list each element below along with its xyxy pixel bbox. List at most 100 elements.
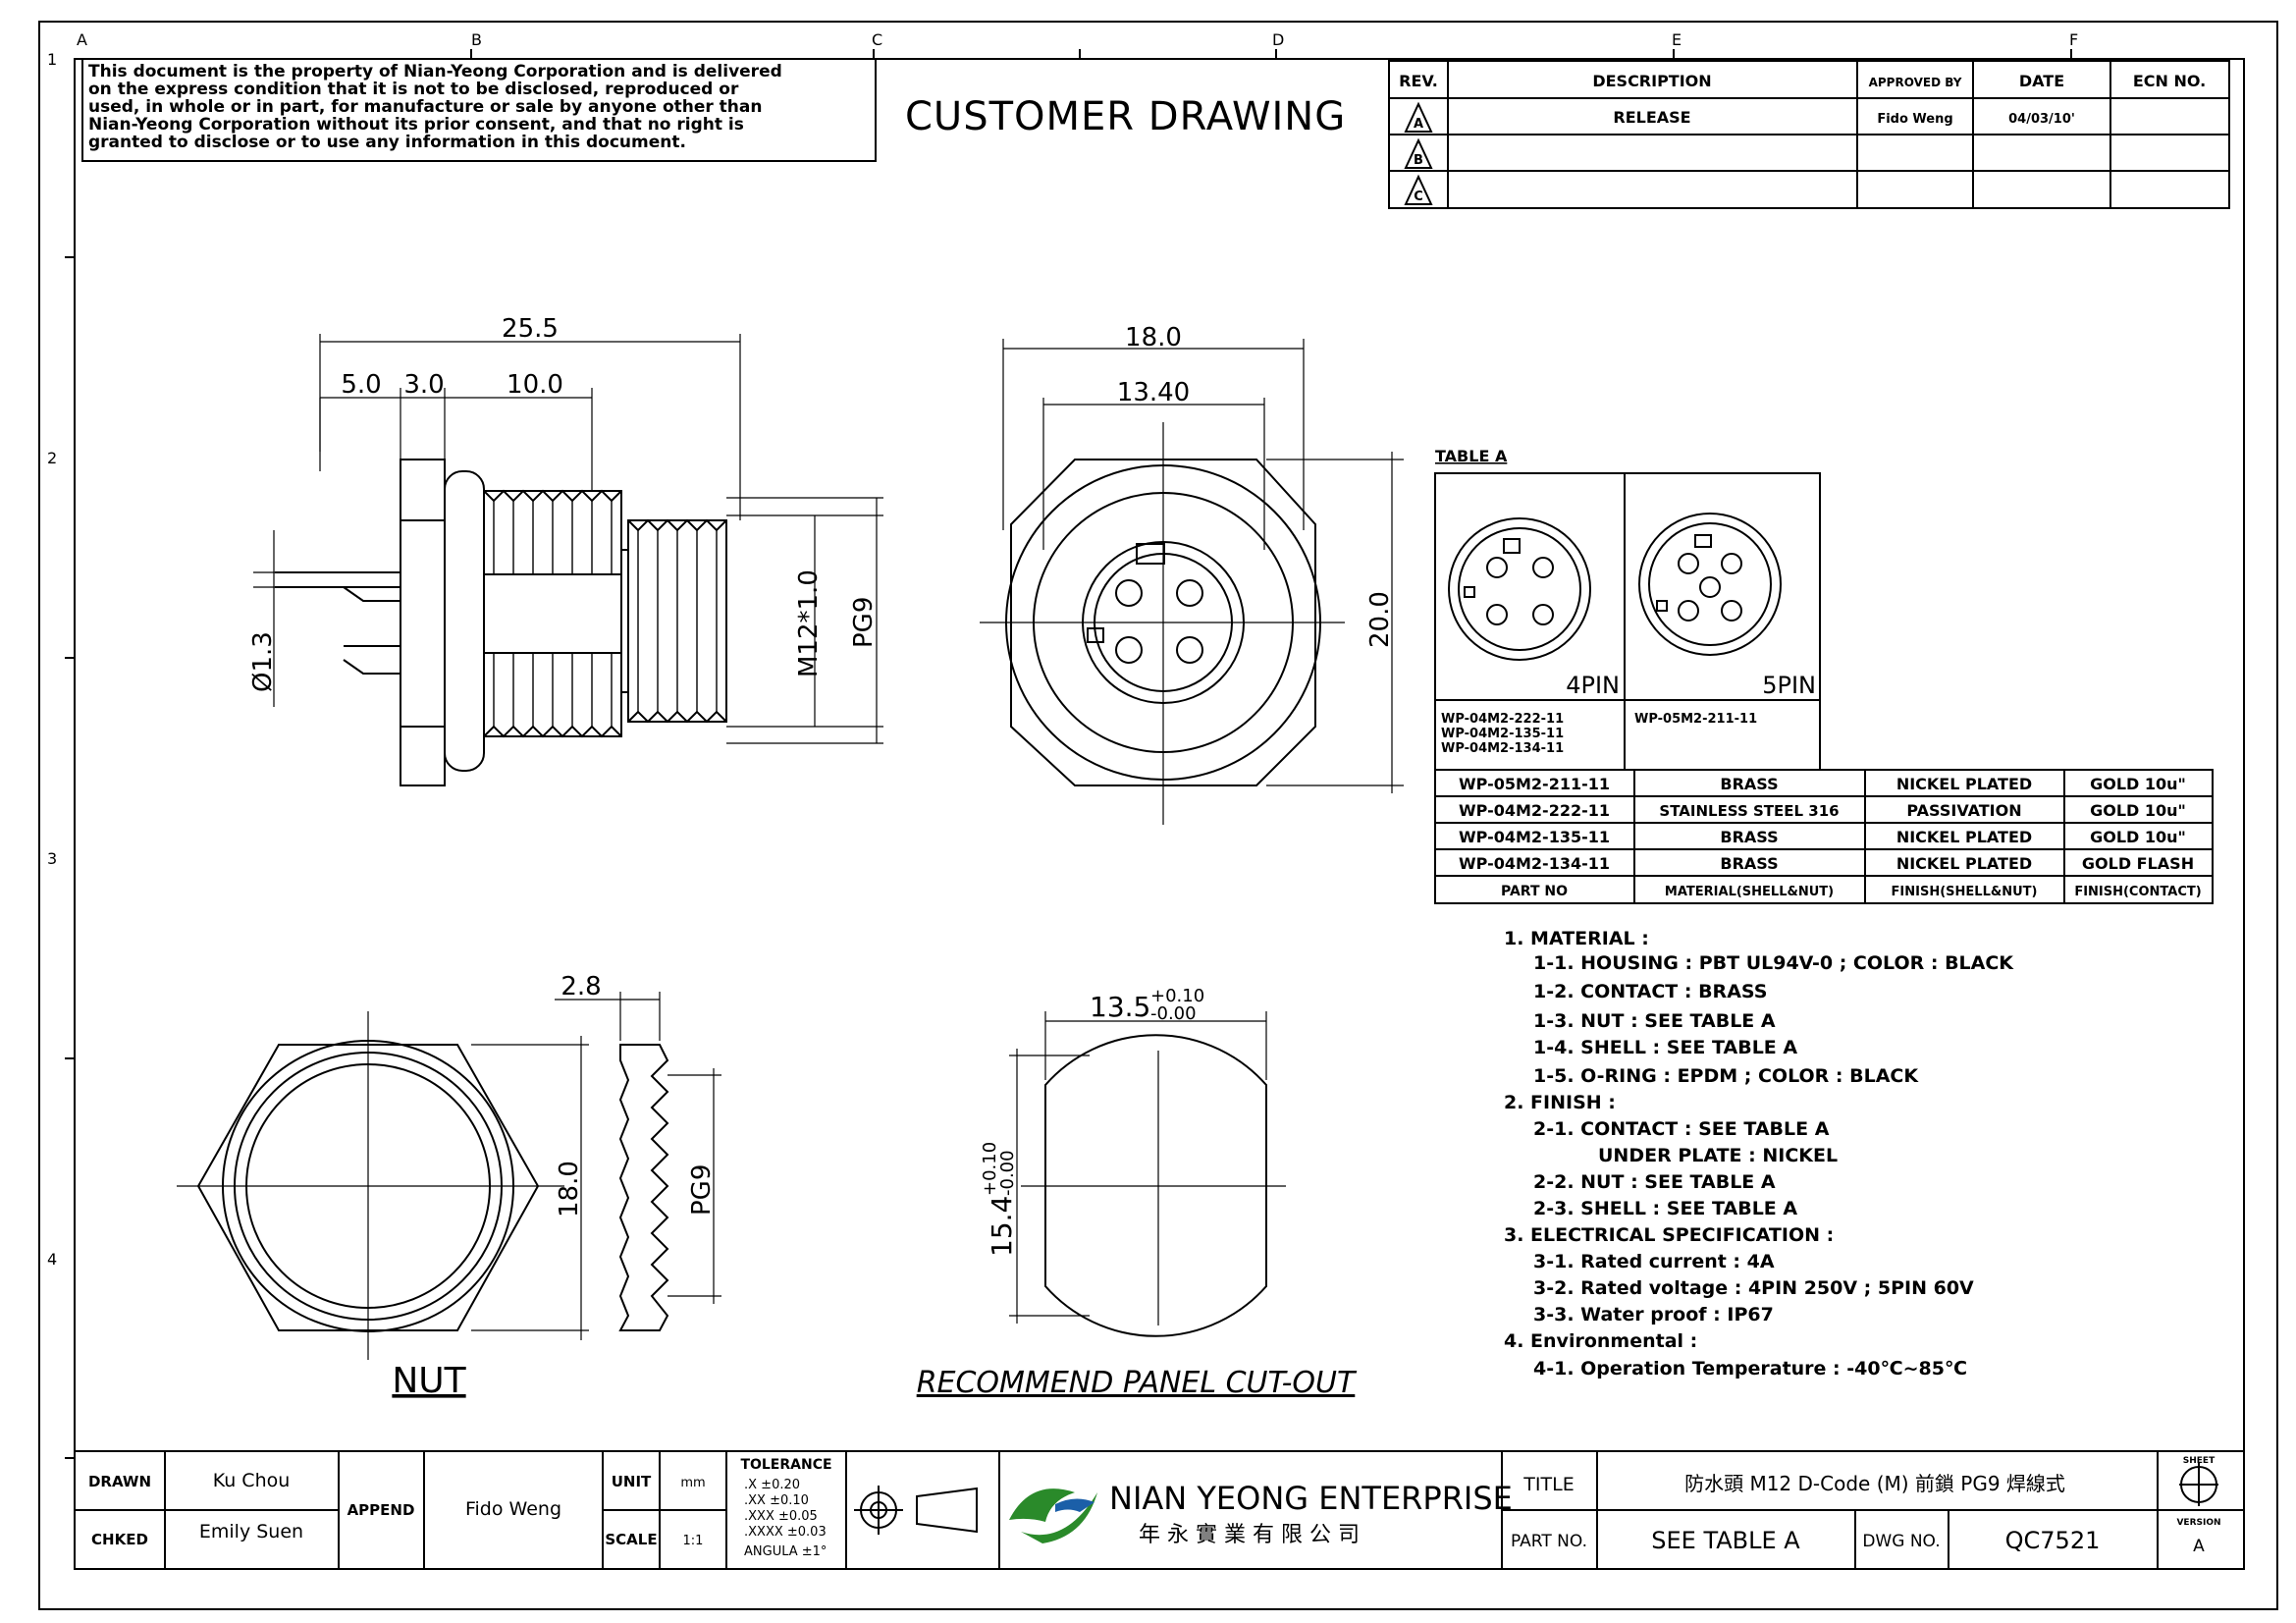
scale-label: SCALE bbox=[605, 1531, 657, 1548]
drawn-name: Ku Chou bbox=[213, 1470, 291, 1491]
pin4-part: WP-04M2-135-11 bbox=[1441, 727, 1564, 741]
nut-view bbox=[177, 992, 721, 1360]
cutout-labels: 13.5 +0.10 -0.00 15.4 +0.10 -0.00 RECOMM… bbox=[917, 986, 1358, 1400]
note-line: 4. Environmental : bbox=[1504, 1330, 1697, 1352]
table-a-footer: PART NO bbox=[1501, 884, 1568, 899]
notice-line: granted to disclose or to use any inform… bbox=[88, 133, 686, 152]
table-a-cell: GOLD 10u" bbox=[2090, 775, 2186, 793]
outer-border bbox=[38, 21, 2278, 1610]
version-label: VERSION bbox=[2176, 1518, 2220, 1528]
table-a-cell: NICKEL PLATED bbox=[1896, 854, 2032, 873]
note-line: 1-2. CONTACT : BRASS bbox=[1533, 981, 1767, 1002]
note-line: 4-1. Operation Temperature : -40℃~85℃ bbox=[1533, 1358, 1967, 1380]
pin5-label: 5PIN bbox=[1762, 672, 1816, 699]
tolerance-line: ANGULA ±1° bbox=[744, 1544, 827, 1559]
table-a-cell: BRASS bbox=[1720, 828, 1778, 846]
rev-letter: A bbox=[1414, 117, 1423, 132]
dwg-no-value: QC7521 bbox=[2005, 1527, 2101, 1554]
dim-nut-thickness: 2.8 bbox=[561, 972, 601, 1001]
zone-letter: F bbox=[2069, 30, 2078, 49]
tolerance-line: .XXX ±0.05 bbox=[744, 1509, 818, 1524]
dim-5: 5.0 bbox=[341, 370, 381, 400]
dim-nut-pg: PG9 bbox=[687, 1164, 717, 1216]
dim-10: 10.0 bbox=[507, 370, 563, 400]
zone-letters: A B C D E F 1 2 3 4 bbox=[47, 30, 2078, 1269]
table-a-pin-text: 4PIN 5PIN WP-04M2-222-11 WP-04M2-135-11 … bbox=[1441, 672, 1816, 756]
dim-pin-dia: Ø1.3 bbox=[248, 631, 278, 692]
table-a-footer: MATERIAL(SHELL&NUT) bbox=[1665, 885, 1834, 899]
pin4-part: WP-04M2-222-11 bbox=[1441, 712, 1564, 727]
notice-line: Nian-Yeong Corporation without its prior… bbox=[88, 115, 744, 135]
pin4-label: 4PIN bbox=[1566, 672, 1620, 699]
table-a-cell: BRASS bbox=[1720, 775, 1778, 793]
dim-inner: 13.40 bbox=[1117, 378, 1190, 407]
table-a-grid bbox=[1434, 769, 2214, 904]
unit-label: UNIT bbox=[612, 1473, 652, 1490]
pin4-part: WP-04M2-134-11 bbox=[1441, 741, 1564, 756]
zone-number: 4 bbox=[47, 1250, 57, 1269]
note-line: 1-4. SHELL : SEE TABLE A bbox=[1533, 1037, 1797, 1058]
cutout-view bbox=[1009, 1011, 1286, 1337]
zone-letter: B bbox=[471, 30, 482, 49]
tolerance-line: .XX ±0.10 bbox=[744, 1493, 809, 1508]
dim-cutout-width: 13.5 bbox=[1090, 991, 1150, 1023]
revision-table bbox=[1388, 60, 2230, 209]
note-line: 2-3. SHELL : SEE TABLE A bbox=[1533, 1198, 1797, 1219]
part-title: 防水頭 M12 D-Code (M) 前鎖 PG9 焊線式 bbox=[1684, 1472, 2065, 1495]
dim-3: 3.0 bbox=[403, 370, 444, 400]
dim-cutout-height-tol-minus: -0.00 bbox=[997, 1150, 1018, 1196]
notice-line: This document is the property of Nian-Ye… bbox=[88, 62, 782, 81]
title-block-text: DRAWN Ku Chou CHKED Emily Suen APPEND Fi… bbox=[88, 1456, 2221, 1559]
table-a-cell: STAINLESS STEEL 316 bbox=[1659, 802, 1839, 820]
dim-thread: M12*1.0 bbox=[794, 569, 824, 677]
table-a-cell: BRASS bbox=[1720, 854, 1778, 873]
side-view-labels: 25.5 5.0 3.0 10.0 Ø1.3 M12*1.0 PG9 bbox=[248, 314, 879, 692]
table-a-cells: WP-05M2-211-11 BRASS NICKEL PLATED GOLD … bbox=[1459, 775, 2202, 899]
notes: 1. MATERIAL : 1-1. HOUSING : PBT UL94V-0… bbox=[1504, 928, 2014, 1380]
front-view bbox=[980, 339, 1404, 825]
rev-date: 04/03/10' bbox=[2008, 112, 2075, 127]
note-line: 2-1. CONTACT : SEE TABLE A bbox=[1533, 1118, 1830, 1140]
notice-box bbox=[81, 58, 877, 162]
rev-approved: Fido Weng bbox=[1877, 112, 1952, 127]
zone-ticks bbox=[65, 49, 2072, 1459]
rev-description: RELEASE bbox=[1613, 108, 1690, 127]
tolerance-label: TOLERANCE bbox=[740, 1457, 831, 1473]
nut-label: NUT bbox=[392, 1361, 466, 1401]
title-label: TITLE bbox=[1522, 1474, 1574, 1495]
table-a-footer: FINISH(SHELL&NUT) bbox=[1892, 885, 2038, 899]
front-view-labels: 18.0 13.40 20.0 bbox=[1117, 323, 1395, 648]
rev-header: REV. bbox=[1399, 72, 1438, 90]
ecn-header: ECN NO. bbox=[2133, 72, 2206, 90]
table-a-cell: NICKEL PLATED bbox=[1896, 828, 2032, 846]
date-header: DATE bbox=[2019, 72, 2064, 90]
tolerance-line: .X ±0.20 bbox=[744, 1478, 800, 1492]
dwg-no-label: DWG NO. bbox=[1862, 1532, 1940, 1551]
zone-letter: A bbox=[77, 30, 87, 49]
company-name-cn: 年 永 實 業 有 限 公 司 bbox=[1139, 1523, 1360, 1547]
note-line: 3-3. Water proof : IP67 bbox=[1533, 1304, 1774, 1325]
unit-value: mm bbox=[680, 1476, 705, 1490]
tolerance-line: .XXXX ±0.03 bbox=[744, 1525, 827, 1540]
note-line: 1-3. NUT : SEE TABLE A bbox=[1533, 1010, 1776, 1032]
note-line: UNDER PLATE : NICKEL bbox=[1598, 1145, 1838, 1166]
notice-line: on the express condition that it is not … bbox=[88, 80, 739, 99]
scale-value: 1:1 bbox=[683, 1534, 704, 1548]
note-line: 3-1. Rated current : 4A bbox=[1533, 1251, 1775, 1272]
table-a-cell: WP-04M2-134-11 bbox=[1459, 854, 1610, 873]
append-label: APPEND bbox=[347, 1501, 415, 1519]
revision-table-text: REV. DESCRIPTION APPROVED BY DATE ECN NO… bbox=[1399, 72, 2206, 205]
dim-cutout-height-tol-plus: +0.10 bbox=[980, 1142, 1000, 1196]
dim-width: 18.0 bbox=[1125, 323, 1182, 352]
company-logo-icon bbox=[1009, 1488, 1097, 1543]
checked-label: CHKED bbox=[91, 1531, 148, 1548]
note-line: 1-5. O-RING : EPDM ; COLOR : BLACK bbox=[1533, 1065, 1919, 1087]
sheet-label: SHEET bbox=[2183, 1456, 2216, 1466]
zone-letter: E bbox=[1672, 30, 1682, 49]
zone-letter: D bbox=[1272, 30, 1284, 49]
rev-triangle-icon bbox=[1404, 101, 1433, 133]
part-no-label: PART NO. bbox=[1511, 1532, 1587, 1551]
note-line: 1-1. HOUSING : PBT UL94V-0 ; COLOR : BLA… bbox=[1533, 952, 2014, 974]
zone-number: 1 bbox=[47, 50, 57, 69]
